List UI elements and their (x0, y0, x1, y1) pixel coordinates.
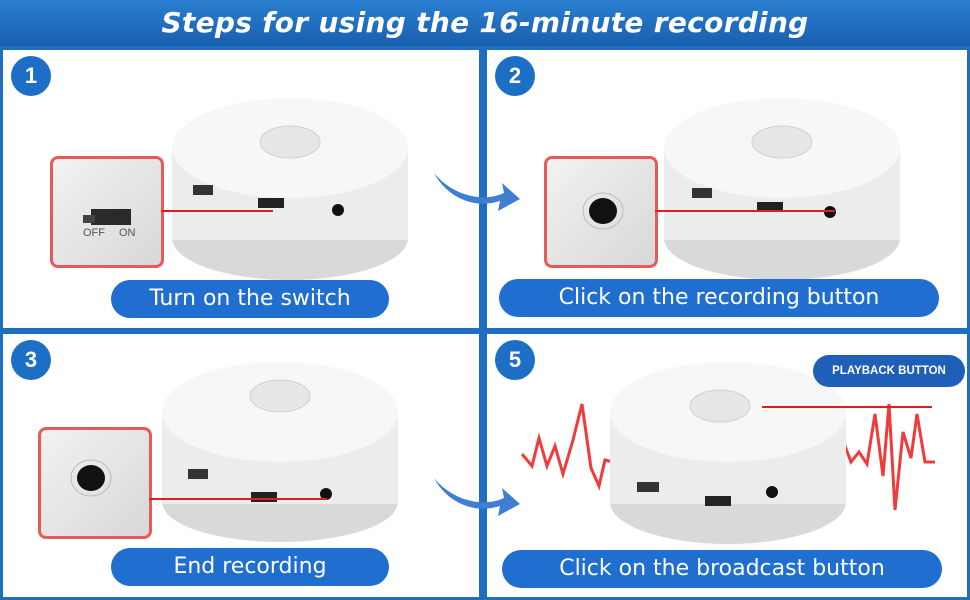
recorder-device-image (664, 98, 900, 280)
step-panel-1: 1 OFF ON Turn on the switch (3, 50, 479, 328)
step-label-pill: End recording (111, 548, 389, 586)
recorder-device-image (162, 362, 398, 542)
callout-line (655, 210, 835, 212)
playback-callout-line (762, 406, 932, 408)
callout-line (161, 210, 273, 212)
step-number-badge: 1 (11, 56, 51, 96)
record-button-zoom-inset (544, 156, 658, 268)
step-number-badge: 5 (495, 340, 535, 380)
playback-button-callout: PLAYBACK BUTTON (813, 355, 965, 387)
step-label-pill: Click on the recording button (499, 279, 939, 317)
switch-closeup (83, 209, 131, 225)
record-button-closeup (70, 459, 112, 497)
sound-wave-graphic (520, 403, 935, 511)
next-step-arrow-icon (434, 173, 520, 211)
step-label-pill: Click on the broadcast button (502, 550, 942, 588)
step-number-badge: 3 (11, 340, 51, 380)
page-title: Steps for using the 16-minute recording (161, 6, 809, 39)
record-button-zoom-inset (38, 427, 152, 539)
recorder-device-image (610, 362, 846, 544)
switch-on-label: ON (119, 227, 136, 239)
recorder-device-image (172, 98, 408, 280)
header-banner: Steps for using the 16-minute recording (0, 0, 970, 46)
step-panel-3: 3 End recording (3, 334, 479, 597)
step-label-pill: Turn on the switch (111, 280, 389, 318)
record-button-closeup (582, 192, 624, 230)
step-panel-2: 2 Click on the recording button (487, 50, 967, 328)
switch-zoom-inset: OFF ON (50, 156, 164, 268)
callout-line (149, 498, 327, 500)
switch-off-label: OFF (83, 227, 105, 239)
step-number-badge: 2 (495, 56, 535, 96)
next-step-arrow-icon (434, 478, 520, 516)
